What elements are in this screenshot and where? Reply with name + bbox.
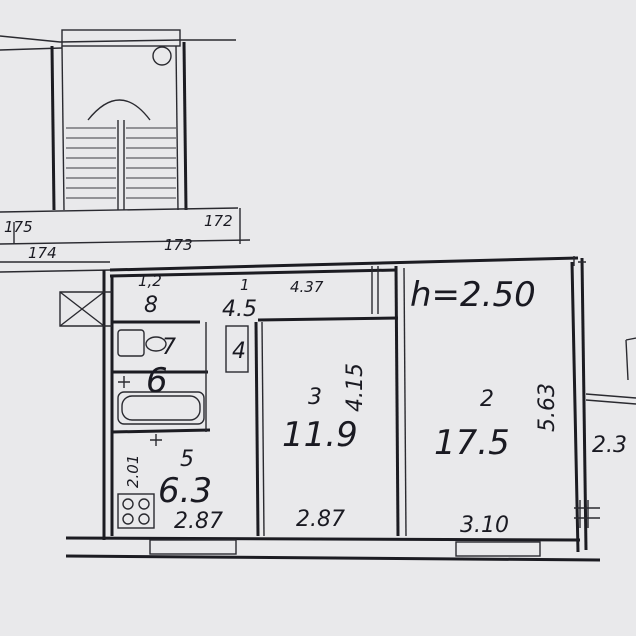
washbasin-icon [117, 329, 145, 357]
kitchen-area: 6.3 [158, 471, 212, 511]
dim-hall-top: 4.37 [290, 278, 324, 296]
closet-number: 4 [232, 339, 246, 364]
sink-mark-icon [150, 434, 162, 446]
toilet-icon [145, 336, 167, 352]
room-labels: 1,2 8 1 4.5 7 4 6 5 6.3 3 11.9 2 17.5 [138, 272, 510, 511]
dim-stair-bottom-mid: 173 [164, 236, 193, 254]
apartment-walls [65, 256, 636, 562]
dim-stair-right: 172 [204, 212, 233, 230]
dim-room3-height: 4.15 [343, 363, 368, 412]
stairwell [0, 29, 251, 273]
hall-number: 1 [240, 276, 250, 294]
dim-room2-bottom: 3.10 [460, 513, 509, 538]
dim-side-stub: 2.3 [592, 433, 627, 458]
room2-number: 2 [480, 387, 494, 412]
kitchen-number: 5 [180, 447, 194, 472]
riser-circle-icon [152, 46, 172, 66]
closet-box [225, 325, 249, 373]
stove-icon [117, 493, 155, 529]
ceiling-height: h=2.50 [410, 275, 536, 315]
dim-kitchen-side: 2.01 [124, 455, 142, 488]
wc-number: 7 [162, 335, 176, 360]
dim-room2-height: 5.63 [535, 383, 560, 432]
entry-number: 1,2 [138, 272, 162, 290]
bathtub-icon [117, 391, 205, 425]
bath-number: 6 [146, 361, 168, 401]
dim-room3-bottom: 2.87 [296, 507, 345, 532]
partitions [59, 265, 407, 537]
fixtures [117, 266, 600, 529]
room2-area: 17.5 [434, 423, 510, 463]
dim-stair-left: 175 [4, 218, 33, 236]
dimension-labels: 175 172 174 173 4.37 4.15 5.63 2.01 2.87… [4, 212, 627, 538]
dim-kitchen-bottom: 2.87 [174, 509, 223, 534]
dim-stair-bottom-left: 174 [28, 244, 57, 262]
entry-area: 8 [144, 293, 158, 318]
room3-area: 11.9 [282, 415, 358, 455]
hall-area: 4.5 [222, 297, 257, 322]
room3-number: 3 [308, 385, 322, 410]
